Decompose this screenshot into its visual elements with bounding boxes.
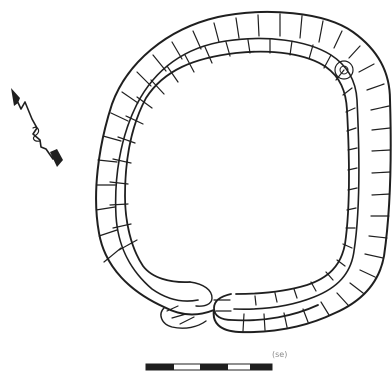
ring-specimen [96,12,391,332]
scale-bar [146,364,272,370]
scale-segment-2 [200,364,228,370]
scale-segment-3 [250,364,272,370]
scale-segment-1 [146,364,174,370]
north-arrow [11,88,63,167]
corner-mark: (se) [272,350,287,359]
middle-wall [116,39,359,310]
outer-wall [96,12,391,332]
